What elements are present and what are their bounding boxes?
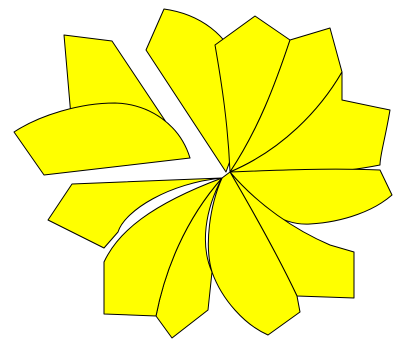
petal-left — [14, 103, 190, 175]
petal-group — [14, 9, 392, 338]
